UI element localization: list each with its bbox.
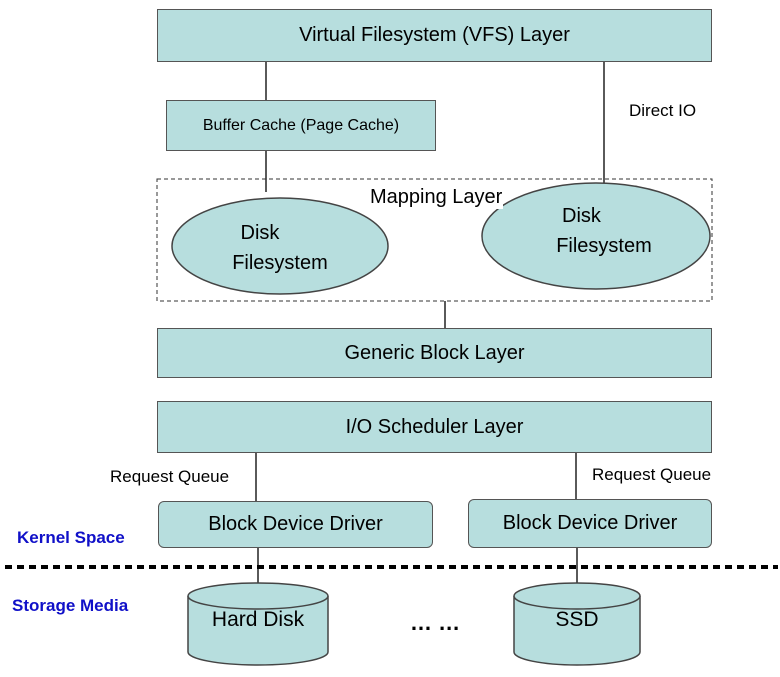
kernel-space-label: Kernel Space [17,528,125,547]
disk-filesystem-right-shape [481,182,711,290]
disk-filesystem-left-label: Disk Filesystem [218,218,342,278]
mapping-layer-label: Mapping Layer [369,186,504,209]
ssd-label: SSD [555,608,599,631]
io-scheduler-layer-label: I/O Scheduler Layer [345,415,524,438]
block-device-driver-right-box: Block Device Driver [468,499,712,548]
block-device-driver-right-label: Block Device Driver [502,512,678,534]
direct-io-label: Direct IO [629,101,697,120]
hard-disk-label: Hard Disk [211,608,305,631]
request-queue-left-label: Request Queue [110,467,230,486]
ellipsis-label: … … [410,610,461,635]
ssd-cylinder [513,582,641,666]
disk-filesystem-left-line2: Filesystem [232,252,328,274]
vfs-layer-box: Virtual Filesystem (VFS) Layer [157,9,712,62]
disk-filesystem-right-label: Disk Filesystem [542,201,666,261]
buffer-cache-label: Buffer Cache (Page Cache) [202,116,400,134]
io-scheduler-layer-box: I/O Scheduler Layer [157,401,712,453]
disk-filesystem-right-line1: Disk [562,205,601,227]
block-device-driver-left-box: Block Device Driver [158,501,433,548]
disk-filesystem-left-line1: Disk [240,222,280,244]
disk-filesystem-right-line2: Filesystem [556,235,652,257]
generic-block-layer-label: Generic Block Layer [344,341,525,364]
hard-disk-cylinder [187,582,329,666]
vfs-layer-label: Virtual Filesystem (VFS) Layer [299,24,570,46]
block-device-driver-left-label: Block Device Driver [208,513,383,535]
storage-media-label: Storage Media [12,596,129,615]
buffer-cache-box: Buffer Cache (Page Cache) [166,100,436,151]
request-queue-right-label: Request Queue [592,465,712,484]
generic-block-layer-box: Generic Block Layer [157,328,712,378]
disk-filesystem-left-shape [171,197,389,295]
mapping-layer-frame [156,178,713,302]
